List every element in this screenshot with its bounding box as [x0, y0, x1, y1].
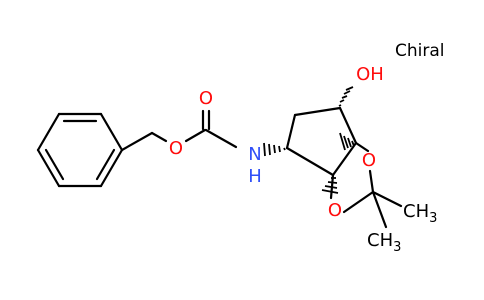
bond	[293, 106, 342, 117]
atom-labels: O O OH N H O O CH3 CH3	[169, 64, 437, 255]
bond	[184, 128, 207, 143]
ring-oxygen-right: O	[362, 150, 376, 171]
bonds	[36, 106, 403, 229]
bond	[331, 141, 358, 177]
hashed-wedge-nh	[263, 142, 286, 157]
ester-oxygen: O	[169, 138, 183, 159]
bond	[342, 190, 375, 214]
methyl-group-1: CH3	[403, 201, 437, 226]
hashed-wedges	[263, 86, 355, 194]
bond	[99, 148, 124, 188]
bond	[120, 131, 154, 152]
bond	[36, 112, 61, 152]
methyl-group-2: CH3	[367, 230, 401, 255]
bond	[285, 113, 297, 150]
bond	[36, 148, 61, 188]
bond	[150, 131, 168, 143]
bond	[204, 128, 238, 149]
bond	[371, 190, 403, 208]
hashed-wedge-ring-left	[321, 177, 339, 194]
chiral-label: Chiral	[395, 41, 445, 61]
bond	[354, 141, 370, 153]
bond	[368, 169, 375, 194]
aromatic-bond	[44, 148, 65, 181]
hydroxyl-group: OH	[356, 64, 384, 85]
bond	[371, 190, 388, 229]
hashed-wedge-oh	[338, 86, 354, 107]
carbonyl-oxygen: O	[199, 88, 213, 109]
bond	[285, 146, 335, 177]
bond	[338, 106, 358, 145]
amide-nitrogen: N	[248, 144, 261, 165]
ring-oxygen-left: O	[328, 200, 342, 221]
hashed-wedge-ring-right	[339, 132, 355, 151]
aromatic-bond	[95, 148, 116, 181]
bond	[99, 112, 124, 152]
amide-hydrogen: H	[248, 166, 262, 187]
